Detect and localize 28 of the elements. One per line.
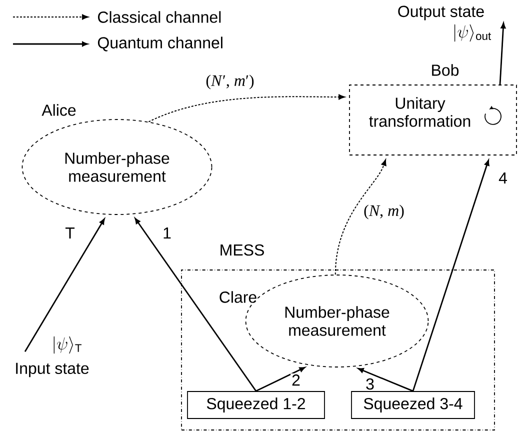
party-label: Clare [220, 291, 256, 303]
legend-text: Quantum channel [98, 36, 222, 52]
state-formula: $|\psi\rangle_{\mathrm{out}}$ [451, 23, 493, 43]
arrow [499, 22, 506, 85]
arrow [256, 366, 306, 392]
arrow [148, 94, 345, 122]
group-label: MESS [220, 244, 264, 256]
source-box: Squeezed 1-2 [187, 391, 325, 419]
arrow [358, 368, 414, 392]
state-formula: $|\psi\rangle_{\mathrm{T}}$ [50, 335, 84, 355]
source-box: Squeezed 3-4 [351, 391, 475, 419]
party-label: Alice [42, 104, 76, 116]
edge-label: (N, m) [362, 204, 406, 220]
edge-label: T [64, 226, 76, 240]
edge-label: 4 [498, 172, 508, 184]
legend-text: Classical channel [98, 11, 221, 23]
state-label: Input state [16, 362, 89, 378]
arrow [24, 218, 105, 352]
edge-label: 1 [162, 226, 172, 240]
edge-label: 3 [364, 377, 376, 391]
edge-label: (N′, m′) [204, 74, 256, 90]
arrow [334, 159, 386, 276]
arrow [134, 218, 257, 392]
edge-label: 2 [290, 373, 302, 387]
arrow [412, 160, 490, 392]
state-label: Output state [398, 6, 484, 20]
party-label: Bob [432, 64, 459, 76]
box-text: Unitary transformation [369, 97, 470, 127]
